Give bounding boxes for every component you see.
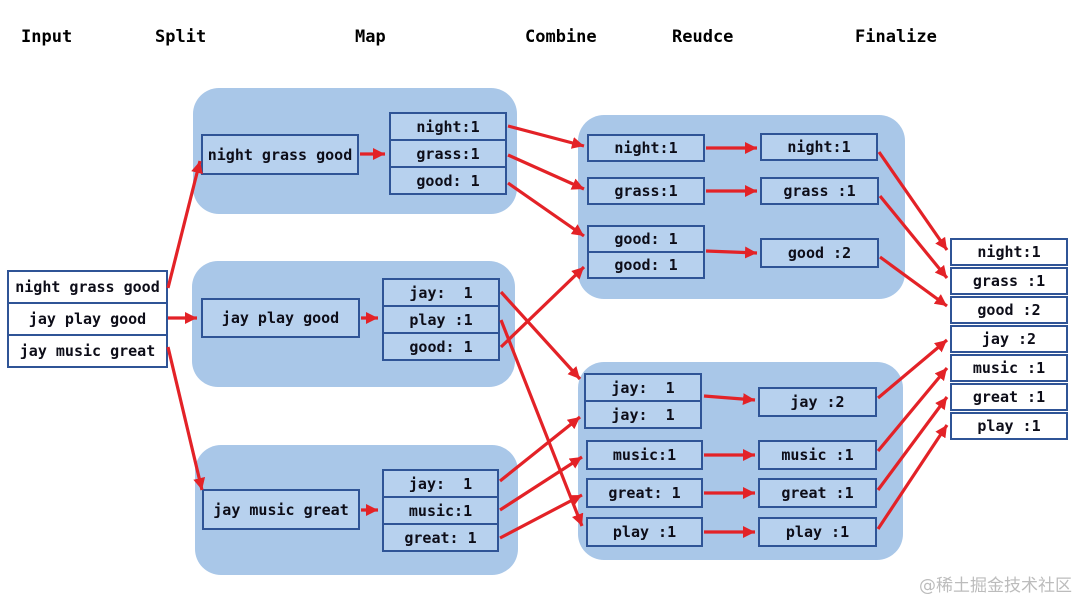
map-stack-3: jay: 1 music:1 great: 1 [382,469,499,552]
map-cell: music:1 [382,496,499,525]
reduce-box-jay: jay :2 [758,387,877,417]
finalize-row-music: music :1 [950,354,1068,382]
reduce-box-grass: grass :1 [760,177,879,205]
map-cell: jay: 1 [382,278,500,307]
input-row-1: night grass good [7,270,168,304]
combine-box-music: music:1 [586,440,703,470]
map-cell: night:1 [389,112,507,141]
finalize-row-grass: grass :1 [950,267,1068,295]
map-stack-1: night:1 grass:1 good: 1 [389,112,507,195]
combine-jay-pair: jay: 1 jay: 1 [584,373,702,429]
map-cell: jay: 1 [382,469,499,498]
combine-box-great: great: 1 [586,478,703,508]
split-box-1: night grass good [201,134,359,175]
map-cell: good: 1 [382,332,500,361]
input-stack: night grass good jay play good jay music… [7,270,168,368]
map-cell: grass:1 [389,139,507,168]
stage-label-input: Input [21,27,73,47]
reduce-box-good: good :2 [760,238,879,268]
finalize-row-great: great :1 [950,383,1068,411]
input-row-2: jay play good [7,302,168,336]
reduce-box-great: great :1 [758,478,877,508]
combine-good-pair: good: 1 good: 1 [587,225,705,279]
map-cell: great: 1 [382,523,499,552]
reduce-box-night: night:1 [760,133,878,161]
combine-box-good-1: good: 1 [587,225,705,253]
input-row-3: jay music great [7,334,168,368]
combine-box-night: night:1 [587,134,705,162]
map-stack-2: jay: 1 play :1 good: 1 [382,278,500,361]
stage-label-combine: Combine [525,27,597,47]
flow-arrow [507,181,585,238]
stage-label-finalize: Finalize [855,27,937,47]
combine-box-jay-2: jay: 1 [584,400,702,429]
flow-arrow [507,153,585,191]
stage-label-reduce: Reudce [672,27,734,47]
reduce-box-music: music :1 [758,440,877,470]
finalize-row-play: play :1 [950,412,1068,440]
combine-box-play: play :1 [586,517,703,547]
finalize-stack: night:1 grass :1 good :2 jay :2 music :1… [950,238,1068,440]
finalize-row-night: night:1 [950,238,1068,266]
reduce-box-play: play :1 [758,517,877,547]
flow-arrow [507,124,585,149]
finalize-row-good: good :2 [950,296,1068,324]
split-box-2: jay play good [201,298,360,338]
split-box-3: jay music great [202,489,360,530]
combine-box-jay-1: jay: 1 [584,373,702,402]
finalize-row-jay: jay :2 [950,325,1068,353]
map-cell: good: 1 [389,166,507,195]
combine-box-grass: grass:1 [587,177,705,205]
stage-label-split: Split [155,27,207,47]
stage-label-map: Map [355,27,386,47]
watermark: @稀土掘金技术社区 [919,576,1072,596]
map-cell: play :1 [382,305,500,334]
combine-box-good-2: good: 1 [587,251,705,279]
